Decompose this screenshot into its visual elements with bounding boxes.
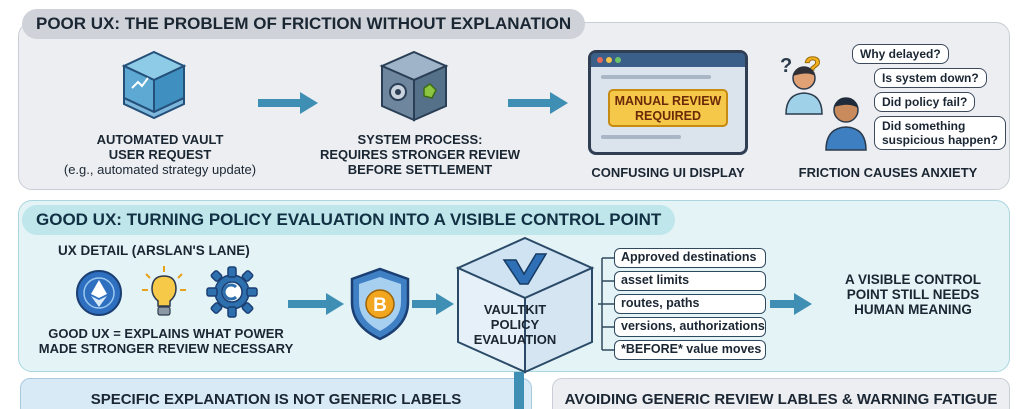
flow-arrow-4 [412,293,454,315]
step2-caption: SYSTEM PROCESS: REQUIRES STRONGER REVIEW… [310,132,530,177]
flow-arrow-2 [508,92,568,114]
question-bubble-4: Did something suspicious happen? [874,116,1007,150]
bitcoin-shield-icon: B [350,267,410,341]
anxious-person-icon [825,97,867,151]
outcome-line1: A VISIBLE CONTROL [844,272,981,287]
question-bubble-3: Did policy fail? [874,92,976,112]
check-asset-limits: asset limits [614,271,766,291]
step4-caption: FRICTION CAUSES ANXIETY [798,165,978,180]
vaultkit-cube-icon [455,236,595,409]
step1-line2: USER REQUEST [108,147,212,162]
ethereum-icon [76,270,122,316]
good-ux-heading: GOOD UX: TURNING POLICY EVALUATION INTO … [22,205,676,235]
vaultkit-line3: EVALUATION [473,332,557,347]
check-before-value-moves: *BEFORE* value moves [614,340,766,360]
svg-text:B: B [373,295,387,316]
ux-detail-line2: MADE STRONGER REVIEW NECESSARY [38,341,294,356]
question-bubble-1: Why delayed? [852,44,949,64]
question-4-line1: Did something [882,119,966,133]
check-routes-paths: routes, paths [614,294,766,314]
outcome-line3: HUMAN MEANING [854,302,972,317]
poor-ux-heading: POOR UX: THE PROBLEM OF FRICTION WITHOUT… [22,9,586,39]
worried-person-icon [785,66,823,115]
check-approved-destinations: Approved destinations [614,248,766,268]
manual-review-line2: REQUIRED [635,109,701,123]
ux-detail-line1: GOOD UX = EXPLAINS WHAT POWER [48,326,284,341]
manual-review-line1: MANUAL REVIEW [614,94,722,108]
specific-explanation-card: SPECIFIC EXPLANATION IS NOT GENERIC LABE… [20,378,532,409]
vaultkit-evaluation-label: VAULTKIT POLICY EVALUATION [460,302,570,347]
ui-screen: MANUAL REVIEW REQUIRED [588,50,748,155]
vault-box-icon [121,50,187,120]
ux-detail-explanation: GOOD UX = EXPLAINS WHAT POWER MADE STRON… [36,326,296,356]
manual-review-badge: MANUAL REVIEW REQUIRED [608,89,728,127]
vaultkit-line2: POLICY [490,317,540,332]
ux-detail-title: UX DETAIL (ARSLAN'S LANE) [58,243,250,258]
screen-titlebar [591,53,745,67]
step1-line1: AUTOMATED VAULT [96,132,224,147]
svg-text:?: ? [780,55,792,77]
flow-arrow-3 [288,293,344,315]
step3-caption: CONFUSING UI DISPLAY [591,165,745,180]
question-4-line2: suspicious happen? [882,133,999,147]
warning-fatigue-card: AVOIDING GENERIC REVIEW LABLES & WARNING… [552,378,1010,409]
step2-line1: SYSTEM PROCESS: [357,132,483,147]
step1-caption: AUTOMATED VAULT USER REQUEST (e.g., auto… [60,132,260,177]
outcome-statement: A VISIBLE CONTROL POINT STILL NEEDS HUMA… [818,272,1008,317]
vaultkit-line1: VAULTKIT [483,302,547,317]
gear-icon [206,266,258,318]
lightbulb-icon [142,266,186,316]
checklist-bracket [598,257,614,351]
step2-line3: BEFORE SETTLEMENT [347,162,493,177]
flow-arrow-5 [770,293,812,315]
step2-line2: REQUIRES STRONGER REVIEW [319,147,521,162]
flow-arrow-1 [258,92,318,114]
check-versions-authorizations: versions, authorizations [614,317,766,337]
outcome-line2: POINT STILL NEEDS [846,287,980,302]
step1-line3: (e.g., automated strategy update) [63,162,257,177]
safe-icon [379,50,449,122]
cube-connector [514,372,524,409]
question-bubble-2: Is system down? [874,68,987,88]
